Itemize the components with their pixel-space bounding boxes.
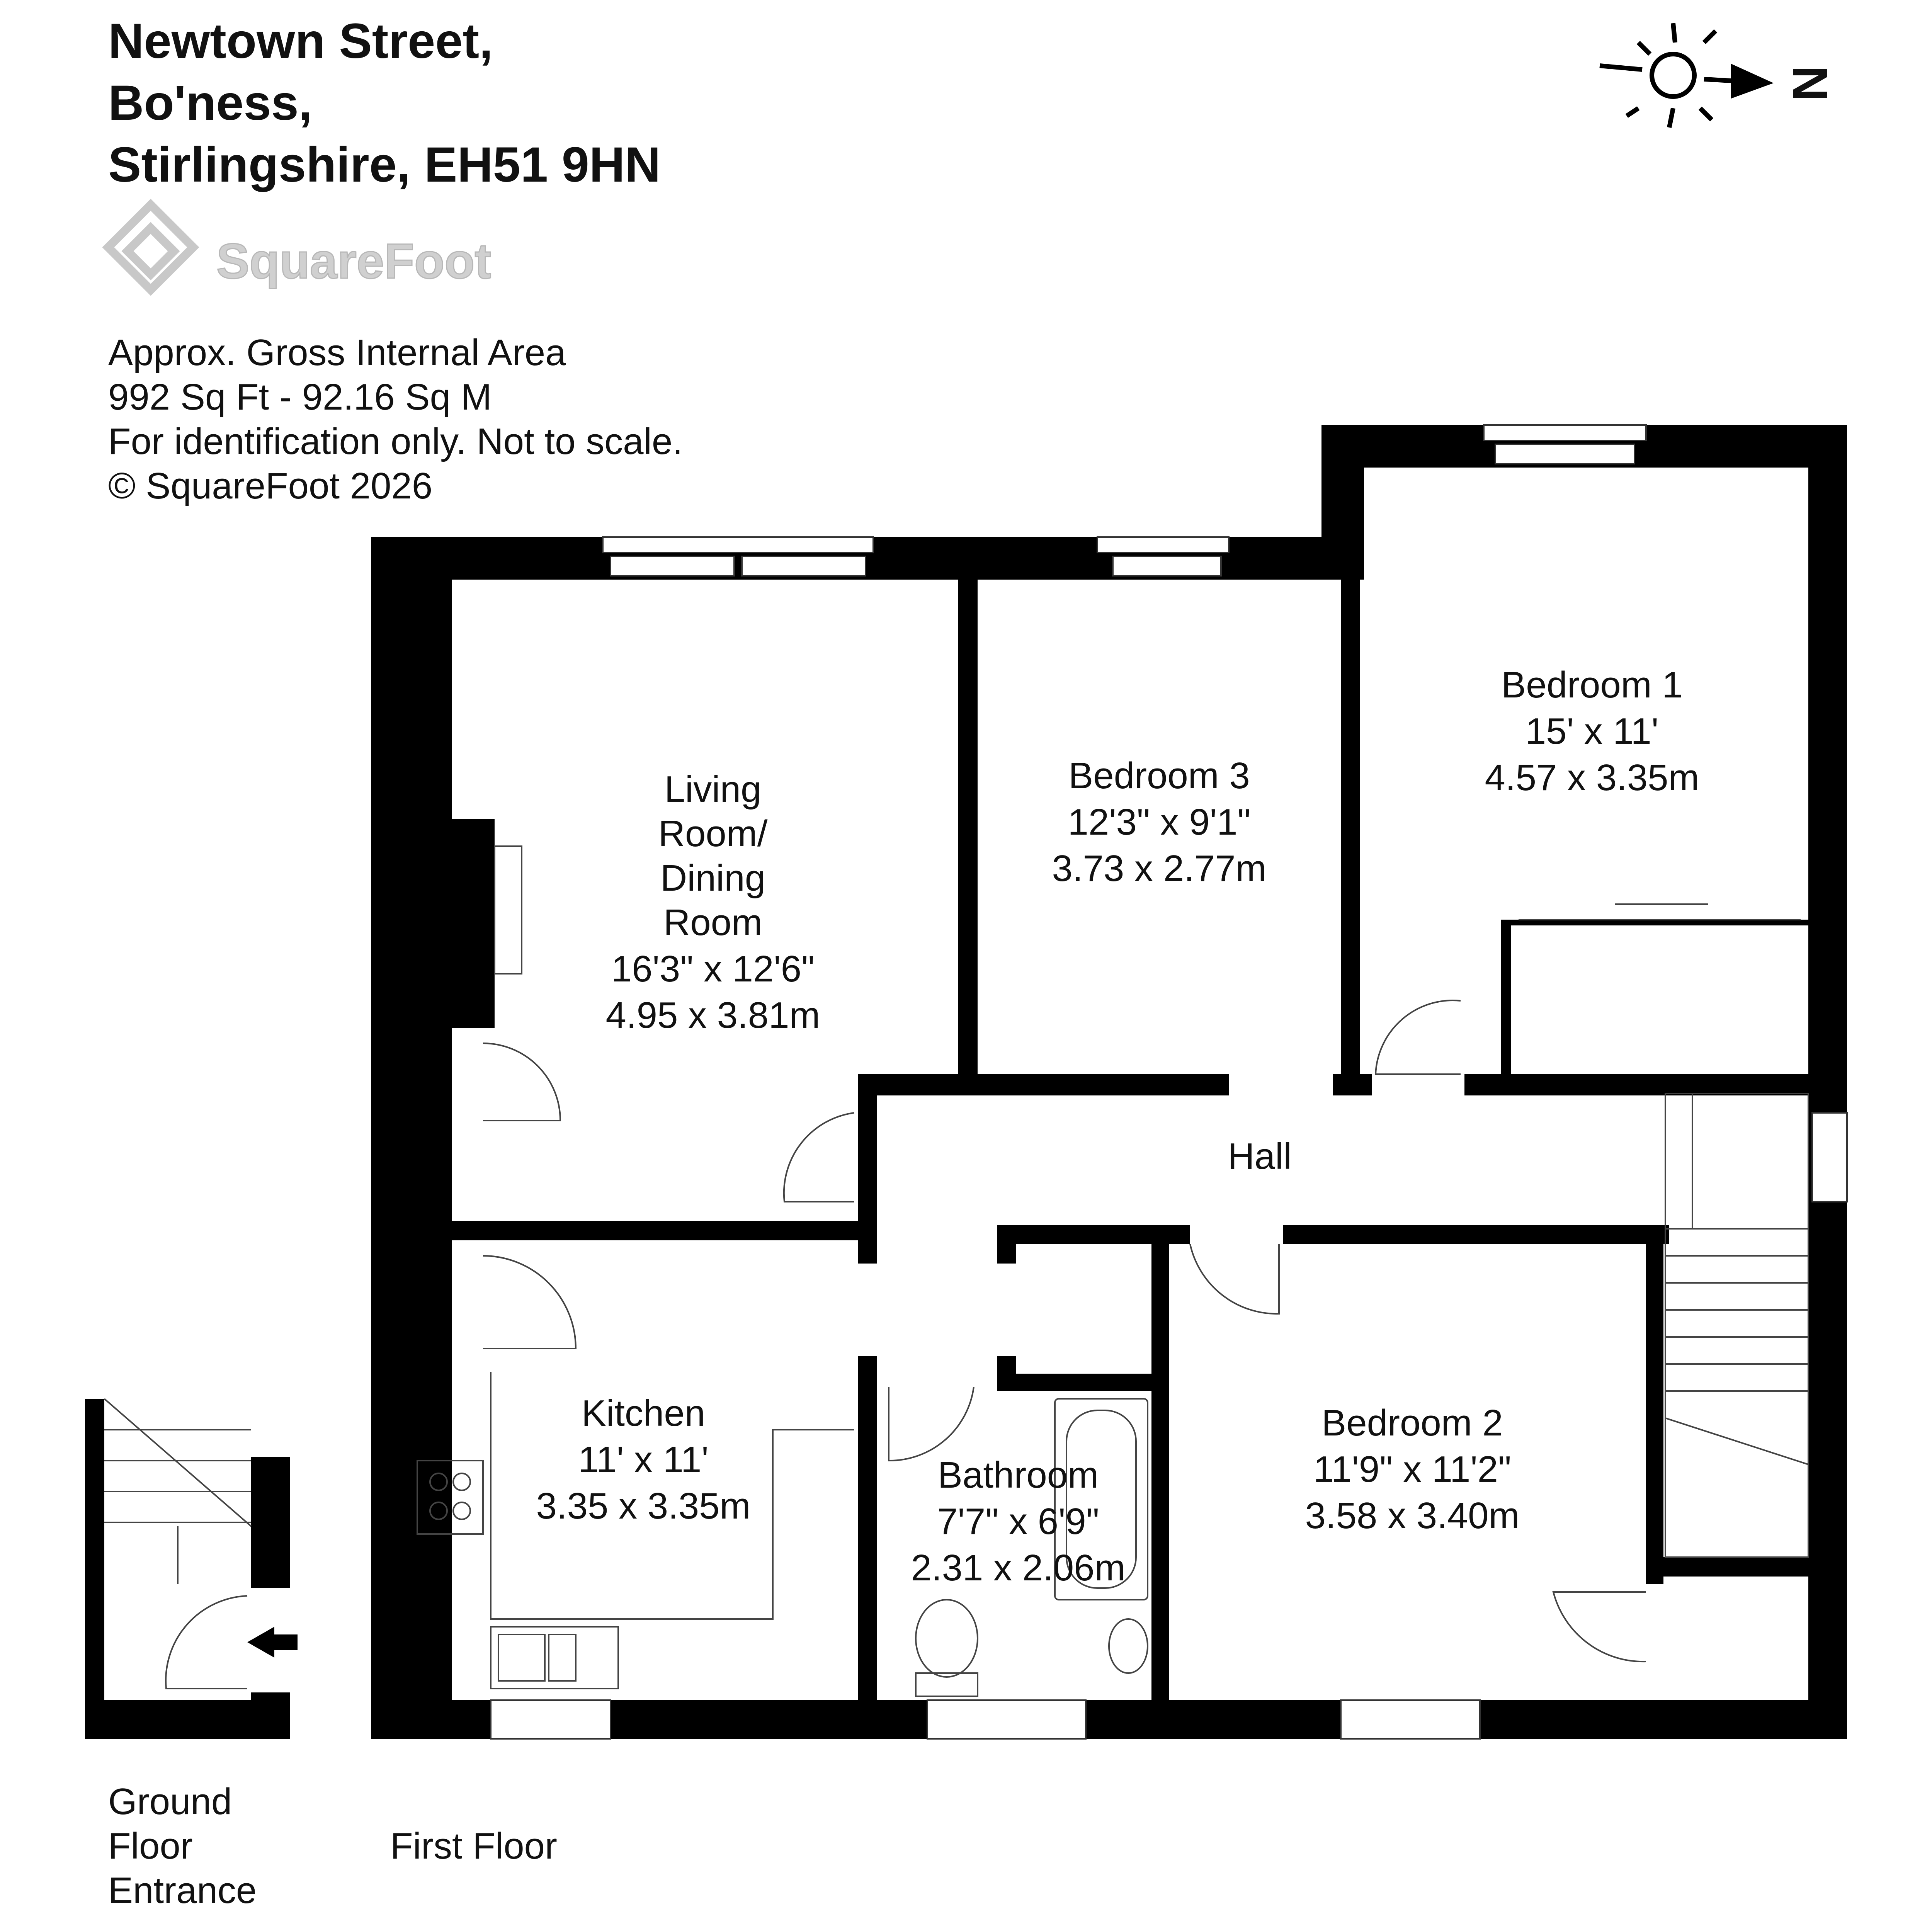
doors — [417, 845, 1809, 1697]
bedroom2-name: Bedroom 2 — [1321, 1402, 1503, 1444]
bedroom3-name: Bedroom 3 — [1068, 755, 1250, 796]
ground-floor-entrance — [85, 1398, 298, 1739]
bedroom3-imperial: 12'3" x 9'1" — [1068, 801, 1250, 843]
compass-icon — [1599, 23, 1774, 128]
kitchen-metric: 3.35 x 3.35m — [536, 1485, 751, 1527]
kitchen-name: Kitchen — [582, 1393, 705, 1434]
room-bedroom1: Bedroom 1 15' x 11' 4.57 x 3.35m — [1485, 664, 1699, 798]
ground-floor-label-1: Ground — [108, 1781, 232, 1822]
first-floor-label: First Floor — [390, 1825, 557, 1867]
room-bedroom2: Bedroom 2 11'9" x 11'2" 3.58 x 3.40m — [1305, 1402, 1520, 1536]
living-metric: 4.95 x 3.81m — [606, 995, 820, 1036]
living-name-4: Room — [663, 902, 762, 943]
bedroom2-imperial: 11'9" x 11'2" — [1313, 1449, 1511, 1490]
kitchen-imperial: 11' x 11' — [578, 1439, 708, 1480]
bathroom-name: Bathroom — [938, 1454, 1099, 1496]
squarefoot-logo: SquareFoot — [102, 199, 492, 296]
bedroom3-metric: 3.73 x 2.77m — [1052, 848, 1267, 889]
disclaimer: For identification only. Not to scale. — [108, 421, 683, 462]
living-name-1: Living — [665, 769, 762, 810]
living-name-2: Room/ — [658, 813, 768, 854]
room-hall: Hall — [1228, 1136, 1291, 1177]
entrance-arrow-icon — [247, 1627, 298, 1658]
windows — [490, 424, 1848, 1740]
ground-floor-label-2: Floor — [108, 1825, 193, 1867]
area-label: Approx. Gross Internal Area — [108, 332, 566, 373]
room-living: Living Room/ Dining Room 16'3" x 12'6" 4… — [606, 769, 820, 1036]
living-name-3: Dining — [660, 857, 765, 899]
bedroom1-metric: 4.57 x 3.35m — [1485, 757, 1699, 798]
room-kitchen: Kitchen 11' x 11' 3.35 x 3.35m — [536, 1393, 751, 1527]
copyright: © SquareFoot 2026 — [108, 465, 432, 507]
room-bedroom3: Bedroom 3 12'3" x 9'1" 3.73 x 2.77m — [1052, 755, 1267, 889]
bathroom-metric: 2.31 x 2.06m — [911, 1547, 1126, 1588]
walls — [371, 425, 1847, 1739]
bedroom1-name: Bedroom 1 — [1501, 664, 1683, 706]
bedroom2-metric: 3.58 x 3.40m — [1305, 1495, 1520, 1536]
compass-north-label: N — [1782, 66, 1837, 101]
ground-floor-label-3: Entrance — [108, 1870, 257, 1911]
address-line-2: Bo'ness, — [108, 75, 312, 131]
logo-text: SquareFoot — [216, 234, 491, 289]
room-bathroom: Bathroom 7'7" x 6'9" 2.31 x 2.06m — [911, 1454, 1126, 1588]
bedroom1-imperial: 15' x 11' — [1526, 711, 1658, 752]
living-imperial: 16'3" x 12'6" — [611, 948, 815, 990]
bathroom-imperial: 7'7" x 6'9" — [937, 1501, 1099, 1542]
area-value: 992 Sq Ft - 92.16 Sq M — [108, 376, 492, 418]
address-line-1: Newtown Street, — [108, 14, 493, 69]
address-line-3: Stirlingshire, EH51 9HN — [108, 137, 661, 192]
